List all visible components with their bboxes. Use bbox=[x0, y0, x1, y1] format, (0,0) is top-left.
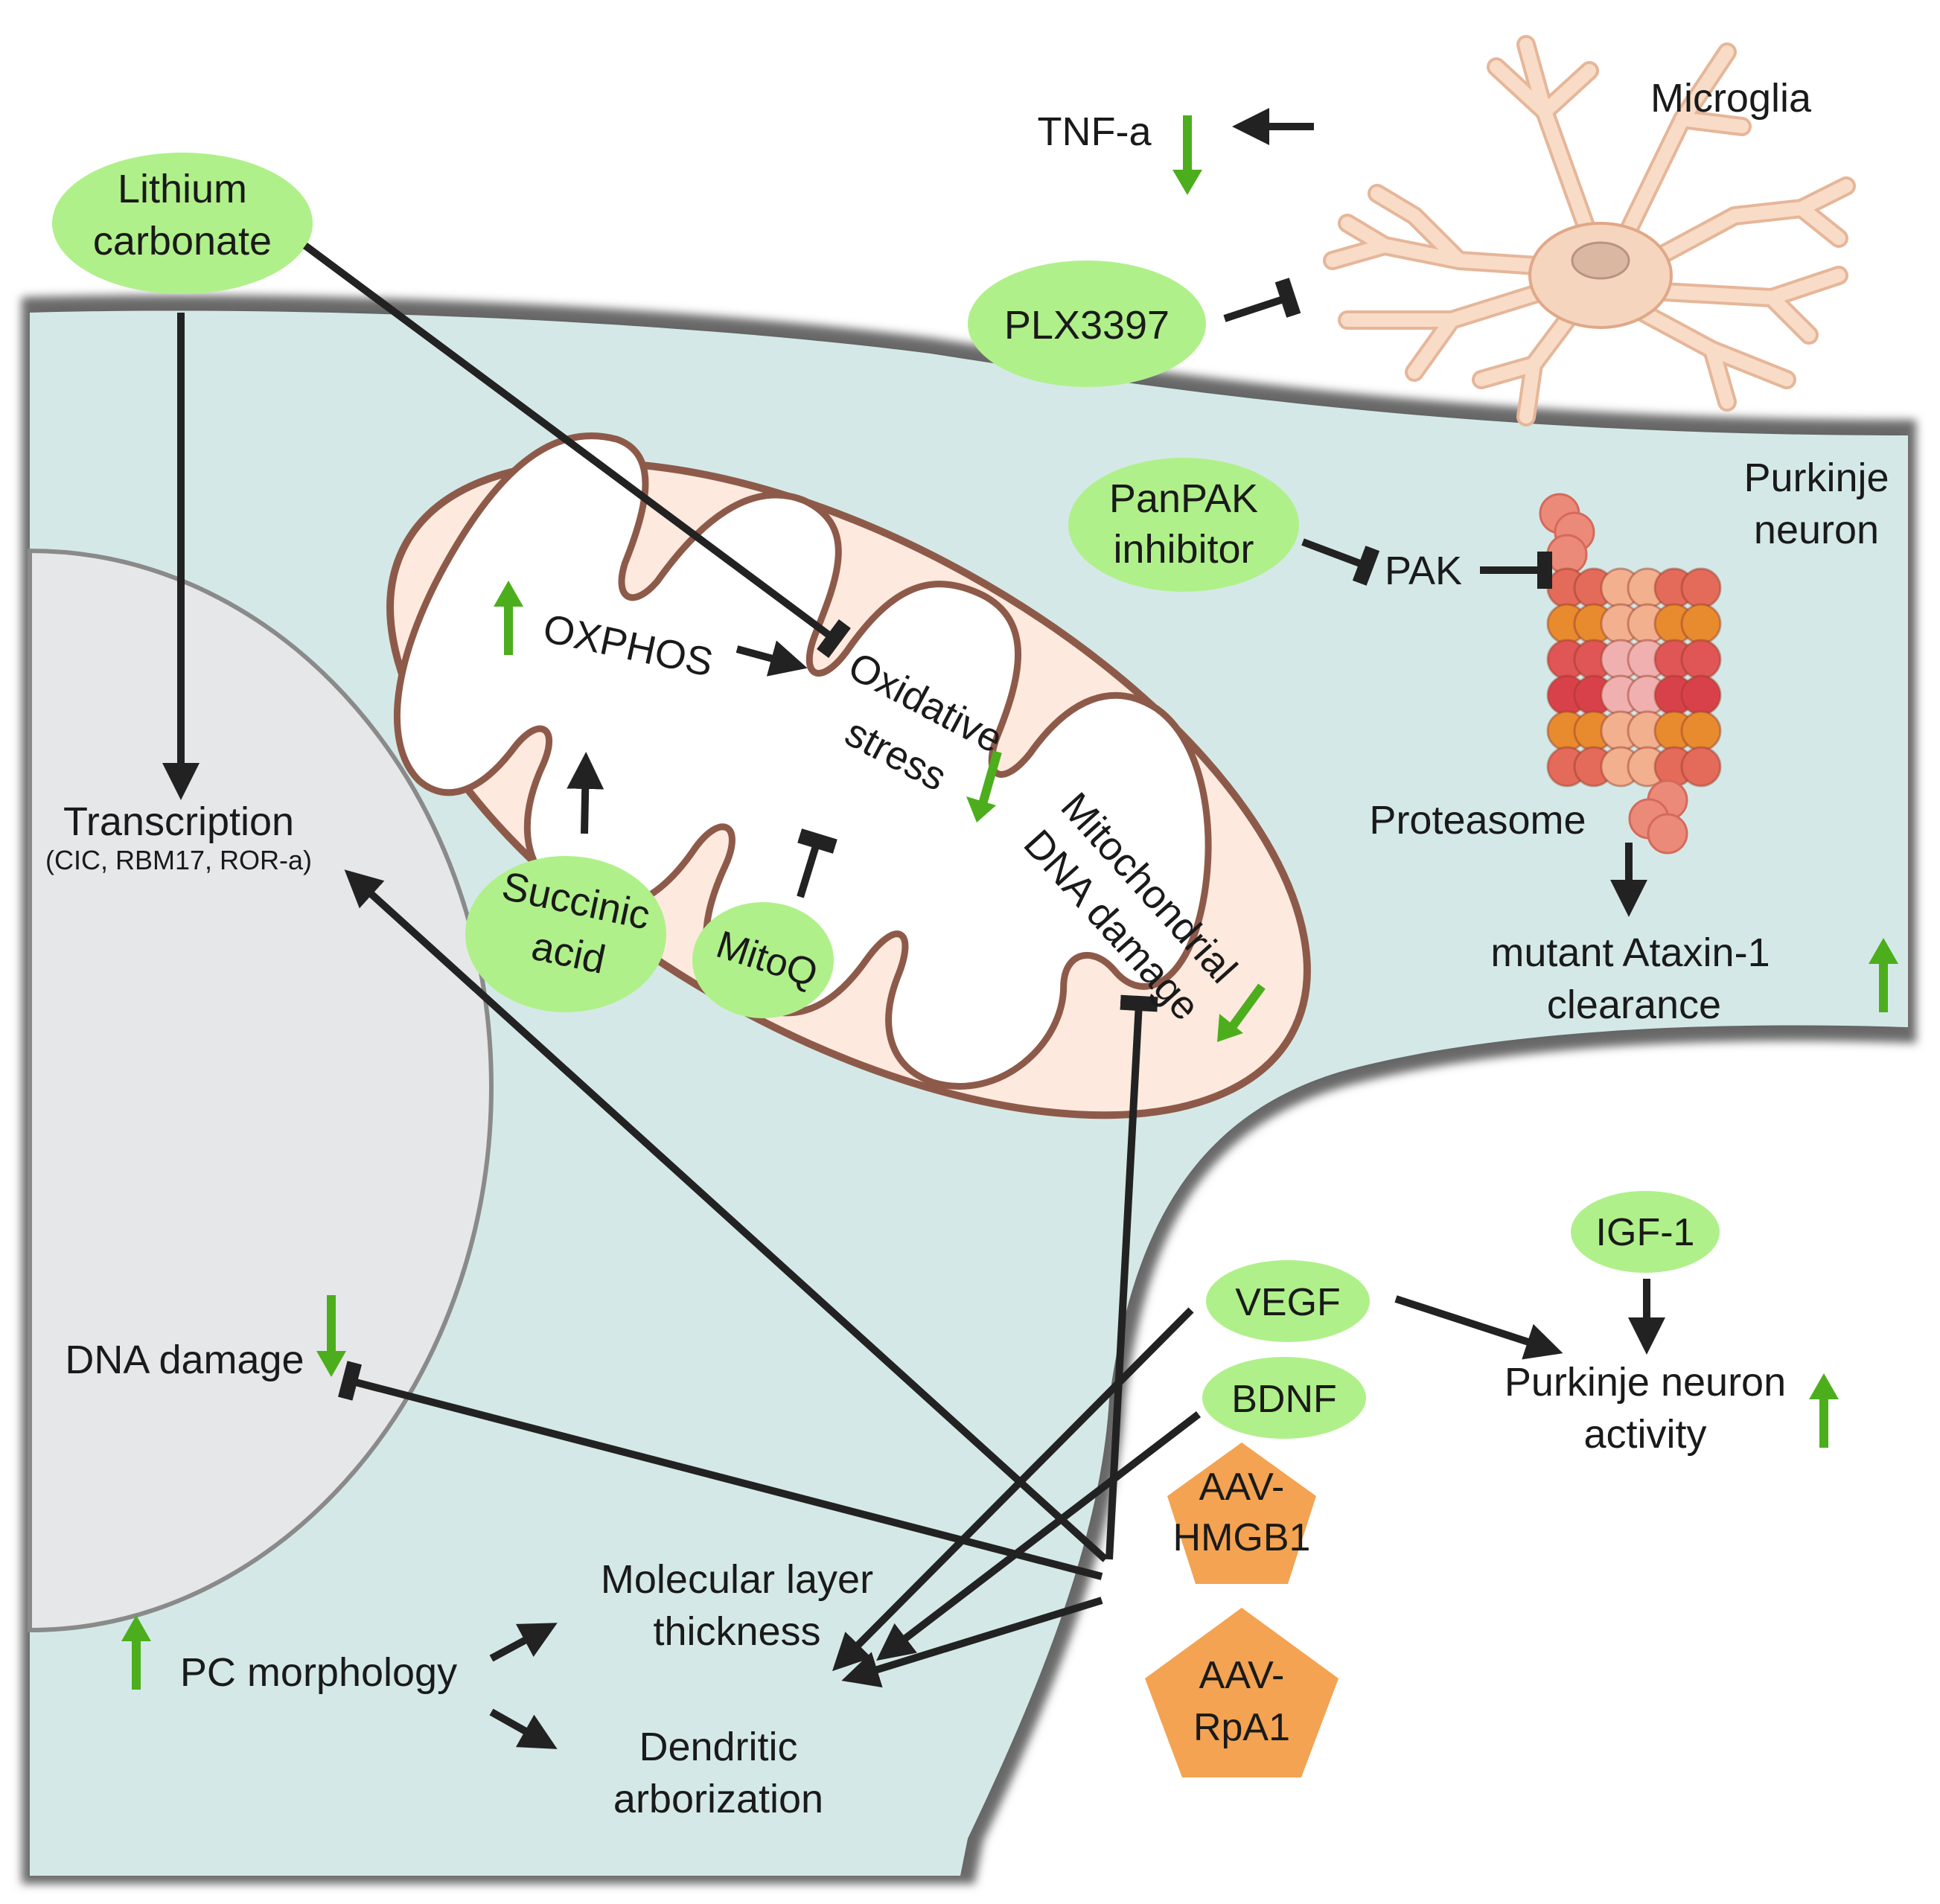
lithium-carbonate-node[interactable]: Lithium carbonate bbox=[52, 153, 313, 294]
arrow-succinic-to-oxphos bbox=[567, 752, 604, 834]
down-arrow-mito-dna bbox=[1217, 983, 1266, 1042]
arrow-vegf-to-activity bbox=[1394, 1295, 1563, 1360]
dna-damage-label: DNA damage bbox=[65, 1338, 304, 1382]
microglia-label: Microglia bbox=[1650, 76, 1812, 121]
clearance-label-line1: mutant Ataxin-1 bbox=[1490, 930, 1770, 975]
mitoq-node[interactable]: MitoQ bbox=[692, 902, 834, 1018]
nucleus bbox=[28, 548, 494, 1633]
tnf-a-label: TNF-a bbox=[1038, 109, 1152, 154]
clearance-label-line2: clearance bbox=[1547, 983, 1721, 1027]
dendritic-label-line2: arborization bbox=[613, 1777, 823, 1821]
down-arrow-dna-damage bbox=[316, 1295, 346, 1377]
up-arrow-oxphos bbox=[494, 581, 523, 655]
arrow-hub-to-dendritic bbox=[841, 1597, 1103, 1688]
arrow-bdnf-to-molecular-layer bbox=[876, 1411, 1202, 1661]
lithium-label-line1: Lithium bbox=[118, 167, 247, 211]
regulation-arrows bbox=[121, 115, 1898, 1690]
aav-rpa1-label-line2: RpA1 bbox=[1193, 1706, 1290, 1749]
proteasome-subunit bbox=[1680, 567, 1722, 609]
dendritic-label-line1: Dendritic bbox=[639, 1725, 797, 1769]
bdnf-label: BDNF bbox=[1231, 1378, 1337, 1421]
microglia-nucleus bbox=[1571, 241, 1630, 280]
lithium-label-line2: carbonate bbox=[93, 219, 272, 263]
purkinje-neuron-label-line1: Purkinje bbox=[1743, 456, 1889, 500]
purkinje-neuron-label-line2: neuron bbox=[1754, 508, 1879, 552]
bdnf-node[interactable]: BDNF bbox=[1202, 1357, 1366, 1439]
activity-label-line2: activity bbox=[1583, 1412, 1706, 1457]
microglia-cell bbox=[1323, 35, 1856, 427]
aav-hmgb1-label-line1: AAV- bbox=[1199, 1466, 1285, 1509]
inhibit-hub-to-dna-damage bbox=[338, 1361, 1103, 1580]
aav-rpa1-label-line1: AAV- bbox=[1199, 1654, 1285, 1697]
inhibit-plx-to-microglia bbox=[1223, 278, 1301, 322]
transcription-label: Transcription bbox=[63, 799, 294, 844]
proteasome-subunit bbox=[1680, 603, 1722, 645]
up-arrow-activity bbox=[1809, 1373, 1839, 1448]
proteasome bbox=[1539, 493, 1722, 854]
activity-label-line1: Purkinje neuron bbox=[1505, 1360, 1786, 1405]
proteasome-subunit bbox=[1680, 674, 1722, 716]
up-arrow-pc-morphology bbox=[121, 1615, 151, 1690]
proteasome-subunit bbox=[1680, 639, 1722, 680]
arrow-pc-morphology-to-dendritic bbox=[489, 1708, 558, 1749]
arrow-pc-morphology-to-molecular bbox=[489, 1623, 558, 1662]
inhibit-hub-to-mito-dna bbox=[1105, 994, 1158, 1560]
plx3397-label: PLX3397 bbox=[1004, 303, 1170, 348]
igf-1-node[interactable]: IGF-1 bbox=[1571, 1191, 1720, 1273]
arrow-oxphos-to-oxidative bbox=[736, 640, 808, 677]
inhibit-lithium-to-oxidative-stress bbox=[303, 242, 851, 659]
aav-hmgb1-label-line2: HMGB1 bbox=[1173, 1516, 1311, 1559]
aav-hmgb1-node[interactable]: AAV- HMGB1 bbox=[1167, 1443, 1316, 1584]
proteasome-subunit bbox=[1680, 746, 1722, 788]
vegf-label: VEGF bbox=[1235, 1281, 1341, 1324]
panpak-label-line1: PanPAK bbox=[1109, 476, 1258, 521]
arrow-hub-to-transcription bbox=[344, 869, 1108, 1562]
pak-label: PAK bbox=[1385, 549, 1462, 593]
molecular-layer-label-line1: Molecular layer bbox=[601, 1557, 873, 1602]
aav-rpa1-node[interactable]: AAV- RpA1 bbox=[1145, 1608, 1338, 1777]
down-arrow-tnf bbox=[1172, 115, 1202, 195]
proteasome-label: Proteasome bbox=[1369, 798, 1586, 843]
igf-1-label: IGF-1 bbox=[1596, 1211, 1695, 1254]
transcription-genes-label: (CIC, RBM17, ROR-a) bbox=[45, 845, 312, 875]
connectors bbox=[162, 108, 1665, 1749]
inhibit-mitoq-to-cristae bbox=[797, 828, 837, 898]
down-arrow-oxidative bbox=[966, 750, 1002, 822]
proteasome-subunit bbox=[1647, 813, 1688, 854]
plx3397-node[interactable]: PLX3397 bbox=[968, 261, 1206, 387]
panpak-inhibitor-node[interactable]: PanPAK inhibitor bbox=[1068, 458, 1299, 592]
pc-morphology-label: PC morphology bbox=[180, 1650, 457, 1695]
molecular-layer-label-line2: thickness bbox=[653, 1609, 820, 1654]
proteasome-subunit bbox=[1680, 710, 1722, 752]
vegf-node[interactable]: VEGF bbox=[1206, 1260, 1370, 1342]
panpak-label-line2: inhibitor bbox=[1113, 527, 1254, 572]
up-arrow-clearance bbox=[1869, 938, 1898, 1012]
arrow-vegf-to-molecular-layer bbox=[832, 1307, 1194, 1672]
inhibit-panpak-to-pak bbox=[1301, 538, 1380, 586]
succinic-acid-node[interactable]: Succinic acid bbox=[465, 856, 666, 1012]
